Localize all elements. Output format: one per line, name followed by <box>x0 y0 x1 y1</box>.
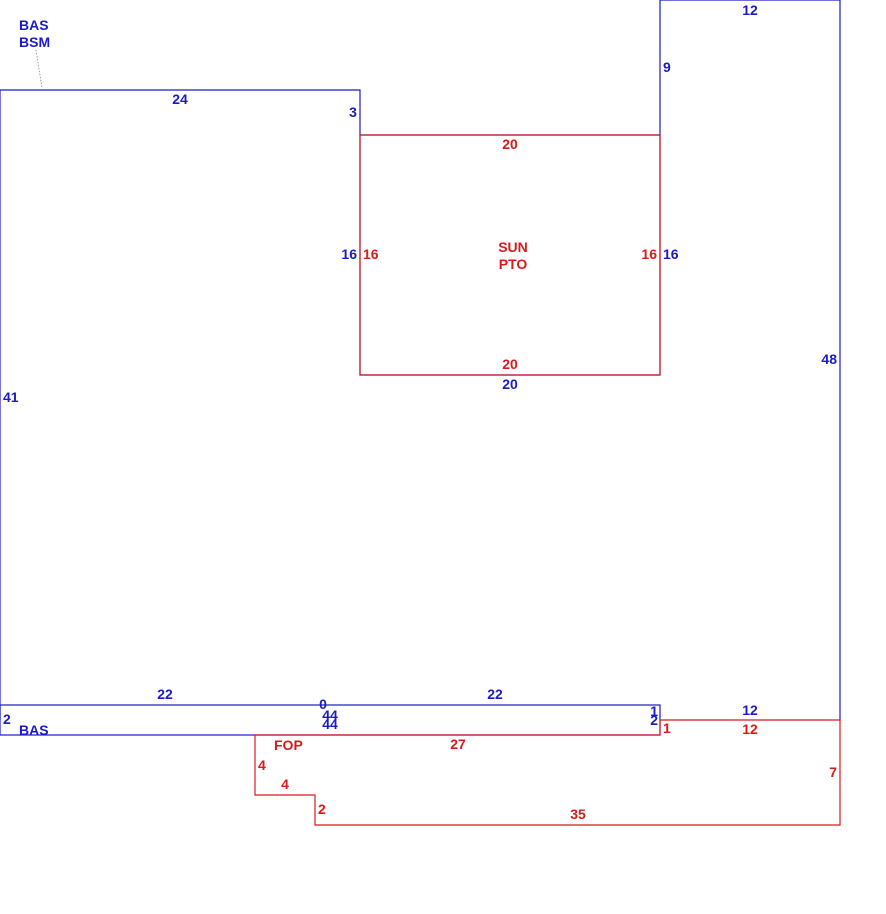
dim-sun-right-outer: 16 <box>663 246 679 262</box>
area-label-pto: PTO <box>499 256 528 272</box>
dim-main-step: 9 <box>663 59 671 75</box>
label-leader-line <box>35 49 43 89</box>
dim-sun-bottom: 20 <box>502 356 518 372</box>
dim-sun-top: 20 <box>502 136 518 152</box>
area-label-sun: SUN <box>498 239 528 255</box>
dim-sun-left: 16 <box>363 246 379 262</box>
sub-dimensions: 20 16 16 20 27 12 1 7 4 4 2 35 <box>258 136 837 822</box>
dim-fop-step-h: 4 <box>281 776 289 792</box>
dim-strip-top-left: 22 <box>157 686 173 702</box>
dim-sun-right: 16 <box>641 246 657 262</box>
dim-strip-right-b: 2 <box>650 712 658 728</box>
dim-fop-ledge: 12 <box>742 721 758 737</box>
dim-fop-right-a: 1 <box>663 720 671 736</box>
dim-fop-top: 27 <box>450 736 466 752</box>
area-label-bsm-top: BSM <box>19 34 50 50</box>
main-outline <box>0 0 841 720</box>
sun-outline-main <box>359 135 661 376</box>
dim-strip-center-bottom: 44 <box>322 716 338 732</box>
dim-main-top-right: 12 <box>742 2 758 18</box>
dim-strip-right-a: 1 <box>650 703 658 719</box>
dim-main-right: 48 <box>821 351 837 367</box>
dim-main-notch: 3 <box>349 104 357 120</box>
area-label-bas-top: BAS <box>19 17 49 33</box>
dim-sun-left-outer: 16 <box>341 246 357 262</box>
dim-fop-right: 7 <box>829 764 837 780</box>
fop-outline <box>254 719 841 826</box>
dim-main-left: 41 <box>3 389 19 405</box>
dim-strip-center-zero: 0 <box>319 696 327 712</box>
area-labels: BAS BSM SUN PTO BAS FOP <box>19 17 528 753</box>
dim-strip-center-top: 44 <box>322 707 338 723</box>
dim-sun-bottom-outer: 20 <box>502 376 518 392</box>
dim-fop-left: 4 <box>258 757 266 773</box>
dim-strip-left: 2 <box>3 711 11 727</box>
area-label-bas-bottom: BAS <box>19 722 49 738</box>
dim-strip-ledge: 12 <box>742 702 758 718</box>
dim-strip-top-right: 22 <box>487 686 503 702</box>
sun-porch-outline <box>359 134 661 376</box>
area-label-fop: FOP <box>274 737 303 753</box>
dim-fop-step-v: 2 <box>318 801 326 817</box>
dim-fop-bottom: 35 <box>570 806 586 822</box>
dim-main-top-left: 24 <box>172 91 188 107</box>
main-dimensions: 24 3 41 48 12 9 16 16 20 22 22 0 44 44 2… <box>3 2 837 732</box>
